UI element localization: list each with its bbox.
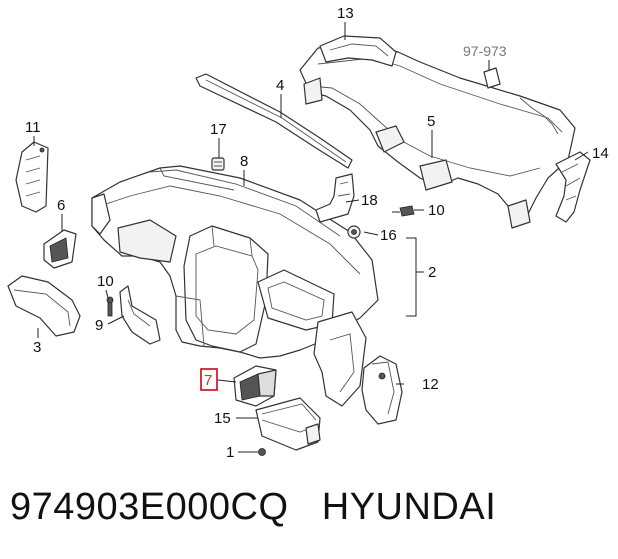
part-97-973-tag <box>483 67 501 89</box>
callout-10-lower: 10 <box>97 273 114 290</box>
part-7-center-air-vent <box>233 365 277 407</box>
leader-lines <box>33 22 589 453</box>
part-5-upper-duct <box>299 43 576 229</box>
callout-4: 4 <box>276 77 284 94</box>
part-3-cluster-fascia <box>7 275 81 337</box>
callout-5: 5 <box>427 113 435 130</box>
callout-1: 1 <box>226 444 234 461</box>
callout-9: 9 <box>95 317 103 334</box>
callout-11: 11 <box>25 119 41 136</box>
part-number: 974903E000CQ <box>10 486 289 528</box>
part-18-bracket <box>315 173 355 223</box>
part-16-grommet <box>347 225 361 239</box>
selected-part-marker: 7 <box>200 368 218 391</box>
part-15-module-unit <box>255 397 321 451</box>
part-11-side-cover <box>15 141 49 213</box>
callout-3: 3 <box>33 339 41 356</box>
callout-97-973: 97-973 <box>463 43 507 59</box>
callout-18: 18 <box>361 192 378 209</box>
part-1-bolt <box>258 448 266 456</box>
callout-8: 8 <box>240 153 248 170</box>
callout-7: 7 <box>204 372 212 389</box>
brand-name: HYUNDAI <box>321 486 497 528</box>
callout-10-upper: 10 <box>428 202 445 219</box>
part-6-side-air-vent <box>43 229 77 269</box>
callout-14: 14 <box>592 145 609 162</box>
callout-2: 2 <box>428 264 436 281</box>
part-17-clip <box>211 157 225 171</box>
part-13-duct-connector <box>319 35 397 67</box>
part-10-screw-upper <box>392 205 415 217</box>
part-10-screw-lower <box>106 296 114 317</box>
part-9-lower-bracket <box>119 285 161 345</box>
part-14-side-duct <box>555 151 591 223</box>
part-8-main-crash-pad <box>91 165 379 407</box>
callout-15: 15 <box>214 410 231 427</box>
callout-12: 12 <box>422 376 439 393</box>
part-number-caption: 974903E000CQ HYUNDAI <box>10 486 496 529</box>
callout-17: 17 <box>210 121 227 138</box>
callout-13: 13 <box>337 5 354 22</box>
part-4-defroster-strip <box>195 73 353 169</box>
callout-6: 6 <box>57 197 65 214</box>
part-12-glove-box <box>361 355 403 425</box>
callout-16: 16 <box>380 227 397 244</box>
